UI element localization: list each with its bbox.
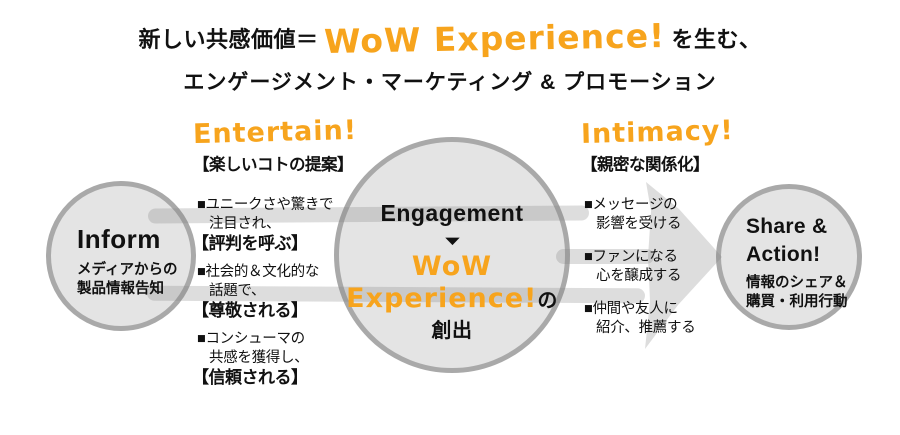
- engagement-heading: Engagement: [380, 200, 524, 226]
- intimacy-heading: Intimacy!: [580, 115, 735, 150]
- intimacy-subheading: 【親密な関係化】: [581, 156, 709, 174]
- inform-content: Inform メディアからの 製品情報告知: [51, 186, 191, 299]
- share-heading-line1: Share &: [746, 215, 828, 238]
- bullet-line: 紹介、推薦する: [596, 319, 696, 336]
- wow-line2: Experience!: [346, 283, 538, 314]
- bullet-line: ■ファンになる: [584, 249, 678, 265]
- intimacy-group-heading: Intimacy! 【親密な関係化】: [580, 115, 735, 175]
- bullet-emphasis: 【評判を呼ぶ】: [192, 234, 308, 253]
- share-action-description: 情報のシェア＆ 購買・利用行動: [746, 274, 857, 312]
- intimacy-bullet-2: ■ファンになる 心を醸成する: [584, 248, 744, 285]
- bullet-line: ■ユニークさや驚きで: [197, 197, 334, 213]
- entertain-heading: Entertain!: [192, 114, 358, 151]
- bullet-emphasis: 【尊敬される】: [192, 301, 308, 320]
- inform-desc-line2: 製品情報告知: [77, 281, 164, 297]
- bullet-line: ■コンシューマの: [197, 331, 305, 347]
- engagement-circle: Engagement ▼ WoW Experience!の創出: [334, 137, 570, 373]
- share-action-circle: Share & Action! 情報のシェア＆ 購買・利用行動: [716, 184, 862, 330]
- wow-suffix: の創出: [431, 290, 558, 342]
- bullet-line: ■仲間や友人に: [584, 301, 678, 317]
- share-desc-line1: 情報のシェア＆: [746, 275, 848, 291]
- wow-line1: WoW: [411, 251, 493, 282]
- bullet-emphasis: 【信頼される】: [192, 368, 308, 387]
- entertain-bullets: ■ユニークさや驚きで 注目され、 【評判を呼ぶ】 ■社会的＆文化的な 話題で、 …: [192, 196, 372, 397]
- bullet-line: ■社会的＆文化的な: [197, 264, 320, 280]
- intimacy-bullets: ■メッセージの 影響を受ける ■ファンになる 心を醸成する ■仲間や友人に 紹介…: [584, 196, 744, 352]
- intimacy-bullet-3: ■仲間や友人に 紹介、推薦する: [584, 300, 744, 337]
- title-highlight: WoW Experience!: [324, 15, 666, 61]
- bullet-line: 共感を獲得し、: [209, 349, 309, 366]
- wow-line2-wrap: Experience!の創出: [339, 283, 565, 343]
- entertain-bullet-3: ■コンシューマの 共感を獲得し、 【信頼される】: [192, 330, 372, 388]
- entertain-group-heading: Entertain! 【楽しいコトの提案】: [192, 114, 358, 175]
- intimacy-bullet-1: ■メッセージの 影響を受ける: [584, 196, 744, 233]
- share-action-heading: Share & Action!: [746, 213, 857, 269]
- share-heading-line2: Action!: [746, 243, 821, 266]
- share-action-content: Share & Action! 情報のシェア＆ 購買・利用行動: [721, 189, 857, 312]
- diagram-title-line2: エンゲージメント・マーケティング & プロモーション: [183, 71, 717, 94]
- title-prefix: 新しい共感価値＝: [138, 27, 319, 52]
- diagram-title-line1: 新しい共感価値＝ WoW Experience! を生む、: [0, 14, 900, 62]
- bullet-line: 心を醸成する: [596, 267, 682, 284]
- bullet-line: ■メッセージの: [584, 197, 678, 213]
- inform-heading: Inform: [77, 224, 161, 254]
- flow-band-middle: [556, 249, 654, 264]
- entertain-bullet-1: ■ユニークさや驚きで 注目され、 【評判を呼ぶ】: [192, 196, 372, 254]
- entertain-bullet-2: ■社会的＆文化的な 話題で、 【尊敬される】: [192, 263, 372, 321]
- inform-desc-line1: メディアからの: [77, 262, 178, 278]
- engagement-content: Engagement ▼ WoW Experience!の創出: [339, 142, 565, 343]
- inform-circle: Inform メディアからの 製品情報告知: [46, 181, 196, 331]
- bullet-line: 影響を受ける: [596, 215, 682, 232]
- title-suffix: を生む、: [671, 27, 762, 52]
- bullet-line: 話題で、: [209, 282, 266, 299]
- entertain-subheading: 【楽しいコトの提案】: [193, 156, 354, 174]
- inform-description: メディアからの 製品情報告知: [77, 261, 191, 299]
- down-arrow-icon: ▼: [439, 233, 465, 248]
- bullet-line: 注目され、: [209, 215, 281, 232]
- share-desc-line2: 購買・利用行動: [746, 294, 848, 310]
